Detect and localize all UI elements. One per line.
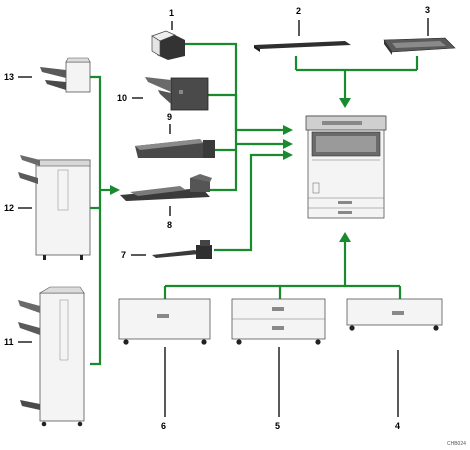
callout-10: 10 xyxy=(117,93,127,103)
callout-6: 6 xyxy=(161,421,166,431)
option-12-finisher: 12 xyxy=(4,155,91,260)
option-9-internal-tray: 9 xyxy=(135,112,215,158)
callout-12: 12 xyxy=(4,203,14,213)
option-13-booklet-finisher: 13 xyxy=(4,57,91,93)
callout-4: 4 xyxy=(395,421,400,431)
option-10-internal-finisher: 10 xyxy=(117,77,209,111)
option-1-card-reader: 1 xyxy=(151,8,185,60)
figure-code: CHB024 xyxy=(447,441,466,447)
callout-11: 11 xyxy=(4,337,14,347)
main-copier xyxy=(305,115,387,219)
option-3-document-feeder: 3 xyxy=(383,5,456,55)
callout-3: 3 xyxy=(425,5,430,15)
callout-9: 9 xyxy=(167,112,172,122)
option-4-paper-feed-unit: 4 xyxy=(346,298,443,431)
option-11-finisher: 11 xyxy=(4,286,85,427)
option-6-large-capacity-tray: 6 xyxy=(118,298,211,431)
connector-lines xyxy=(90,42,419,366)
callout-1: 1 xyxy=(169,8,174,18)
option-7-output-tray: 7 xyxy=(121,240,212,260)
option-2-platen-cover: 2 xyxy=(254,6,351,52)
callout-7: 7 xyxy=(121,250,126,260)
callout-8: 8 xyxy=(167,220,172,230)
callout-5: 5 xyxy=(275,421,280,431)
option-8-bridge-unit: 8 xyxy=(120,174,212,230)
option-5-two-tray-unit: 5 xyxy=(231,298,326,431)
callout-2: 2 xyxy=(296,6,301,16)
callout-13: 13 xyxy=(4,72,14,82)
